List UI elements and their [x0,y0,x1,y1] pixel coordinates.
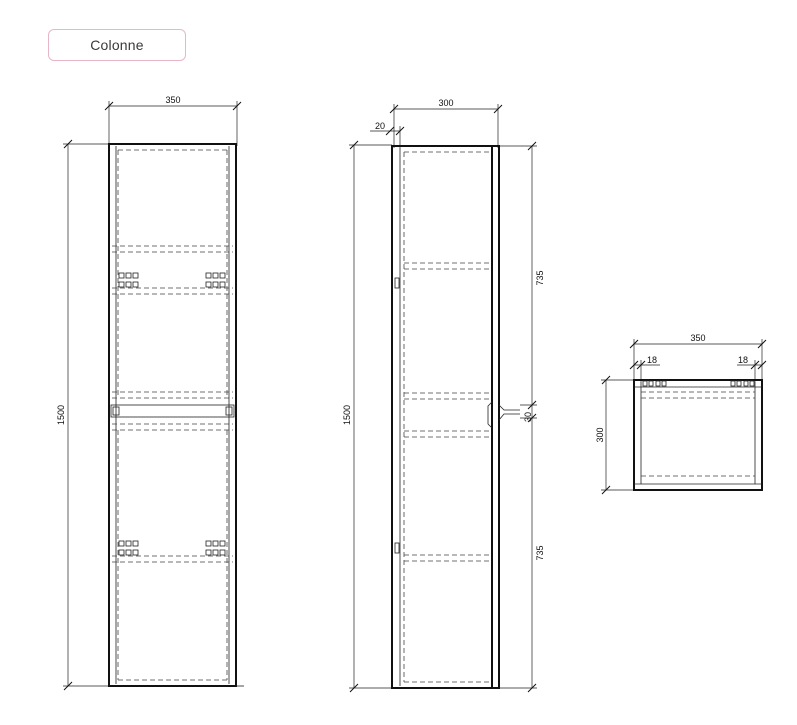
front-width-label: 350 [165,95,180,105]
category-tag-label: Colonne [90,37,144,53]
top-width-label: 350 [690,333,705,343]
front-height-label: 1500 [56,405,66,425]
hinge-icon [118,540,139,556]
top-right-panel-label: 18 [738,355,748,365]
category-tag[interactable]: Colonne [48,29,186,61]
top-left-panel-label: 18 [647,355,657,365]
side-height-label: 1500 [342,405,352,425]
top-view: 350 18 18 300 [595,333,767,495]
side-view: 300 20 1500 735 735 30 [342,98,545,693]
hinge-icon [205,272,226,288]
side-depth-label: 300 [438,98,453,108]
hinge-icon [394,277,400,289]
hinge-icon [730,380,755,387]
side-upper-label: 735 [535,270,545,285]
hinge-icon [642,380,667,387]
side-offset-label: 20 [375,121,385,131]
hinge-icon [205,540,226,556]
side-gap-label: 30 [523,412,533,422]
front-view: 350 1500 [56,95,244,691]
top-depth-label: 300 [595,427,605,442]
side-lower-label: 735 [535,545,545,560]
hinge-icon [394,542,400,554]
hinge-icon [118,272,139,288]
